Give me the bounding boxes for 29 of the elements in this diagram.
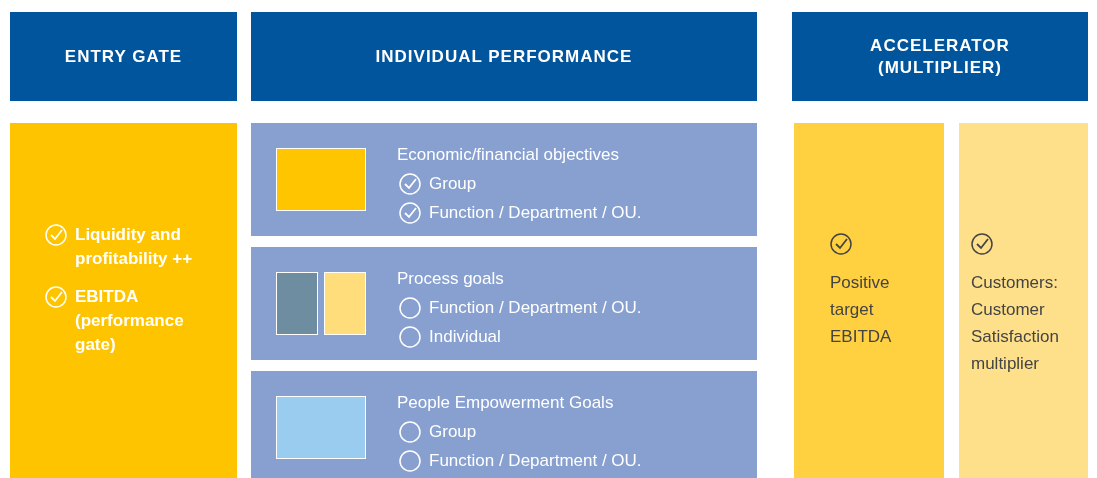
list-item-text: Liquidity and profitability ++ bbox=[75, 224, 194, 270]
list-item-text: Function / Department / OU. bbox=[429, 297, 642, 319]
content-panel bbox=[251, 247, 757, 360]
content-panel bbox=[10, 123, 237, 478]
content-panel bbox=[251, 371, 757, 478]
section-heading: People Empowerment Goals bbox=[397, 392, 614, 414]
list-item-text: EBITDA (performance gate) bbox=[75, 286, 185, 356]
content-panel bbox=[794, 123, 944, 478]
color-swatch bbox=[276, 396, 366, 459]
list-item-text: Individual bbox=[429, 326, 501, 348]
content-panel bbox=[251, 123, 757, 236]
panel-text: Customers: Customer Satisfaction multiplier bbox=[971, 272, 1060, 375]
content-panel bbox=[959, 123, 1088, 478]
color-swatch bbox=[276, 272, 318, 335]
header-bar bbox=[10, 12, 237, 101]
list-item-text: Group bbox=[429, 173, 477, 195]
header-bar bbox=[792, 12, 1088, 101]
list-item-text: Group bbox=[429, 421, 477, 443]
list-item-text: Function / Department / OU. bbox=[429, 202, 642, 224]
header-bar bbox=[251, 12, 757, 101]
list-item-text: Function / Department / OU. bbox=[429, 450, 642, 472]
color-swatch bbox=[276, 148, 366, 211]
header-title: ACCELERATOR (MULTIPLIER) bbox=[869, 34, 1011, 79]
color-swatch bbox=[324, 272, 366, 335]
section-heading: Process goals bbox=[397, 268, 504, 290]
header-title: INDIVIDUAL PERFORMANCE bbox=[375, 45, 633, 68]
panel-text: Positive target EBITDA bbox=[830, 272, 893, 348]
header-title: ENTRY GATE bbox=[64, 45, 183, 68]
section-heading: Economic/financial objectives bbox=[397, 144, 620, 166]
